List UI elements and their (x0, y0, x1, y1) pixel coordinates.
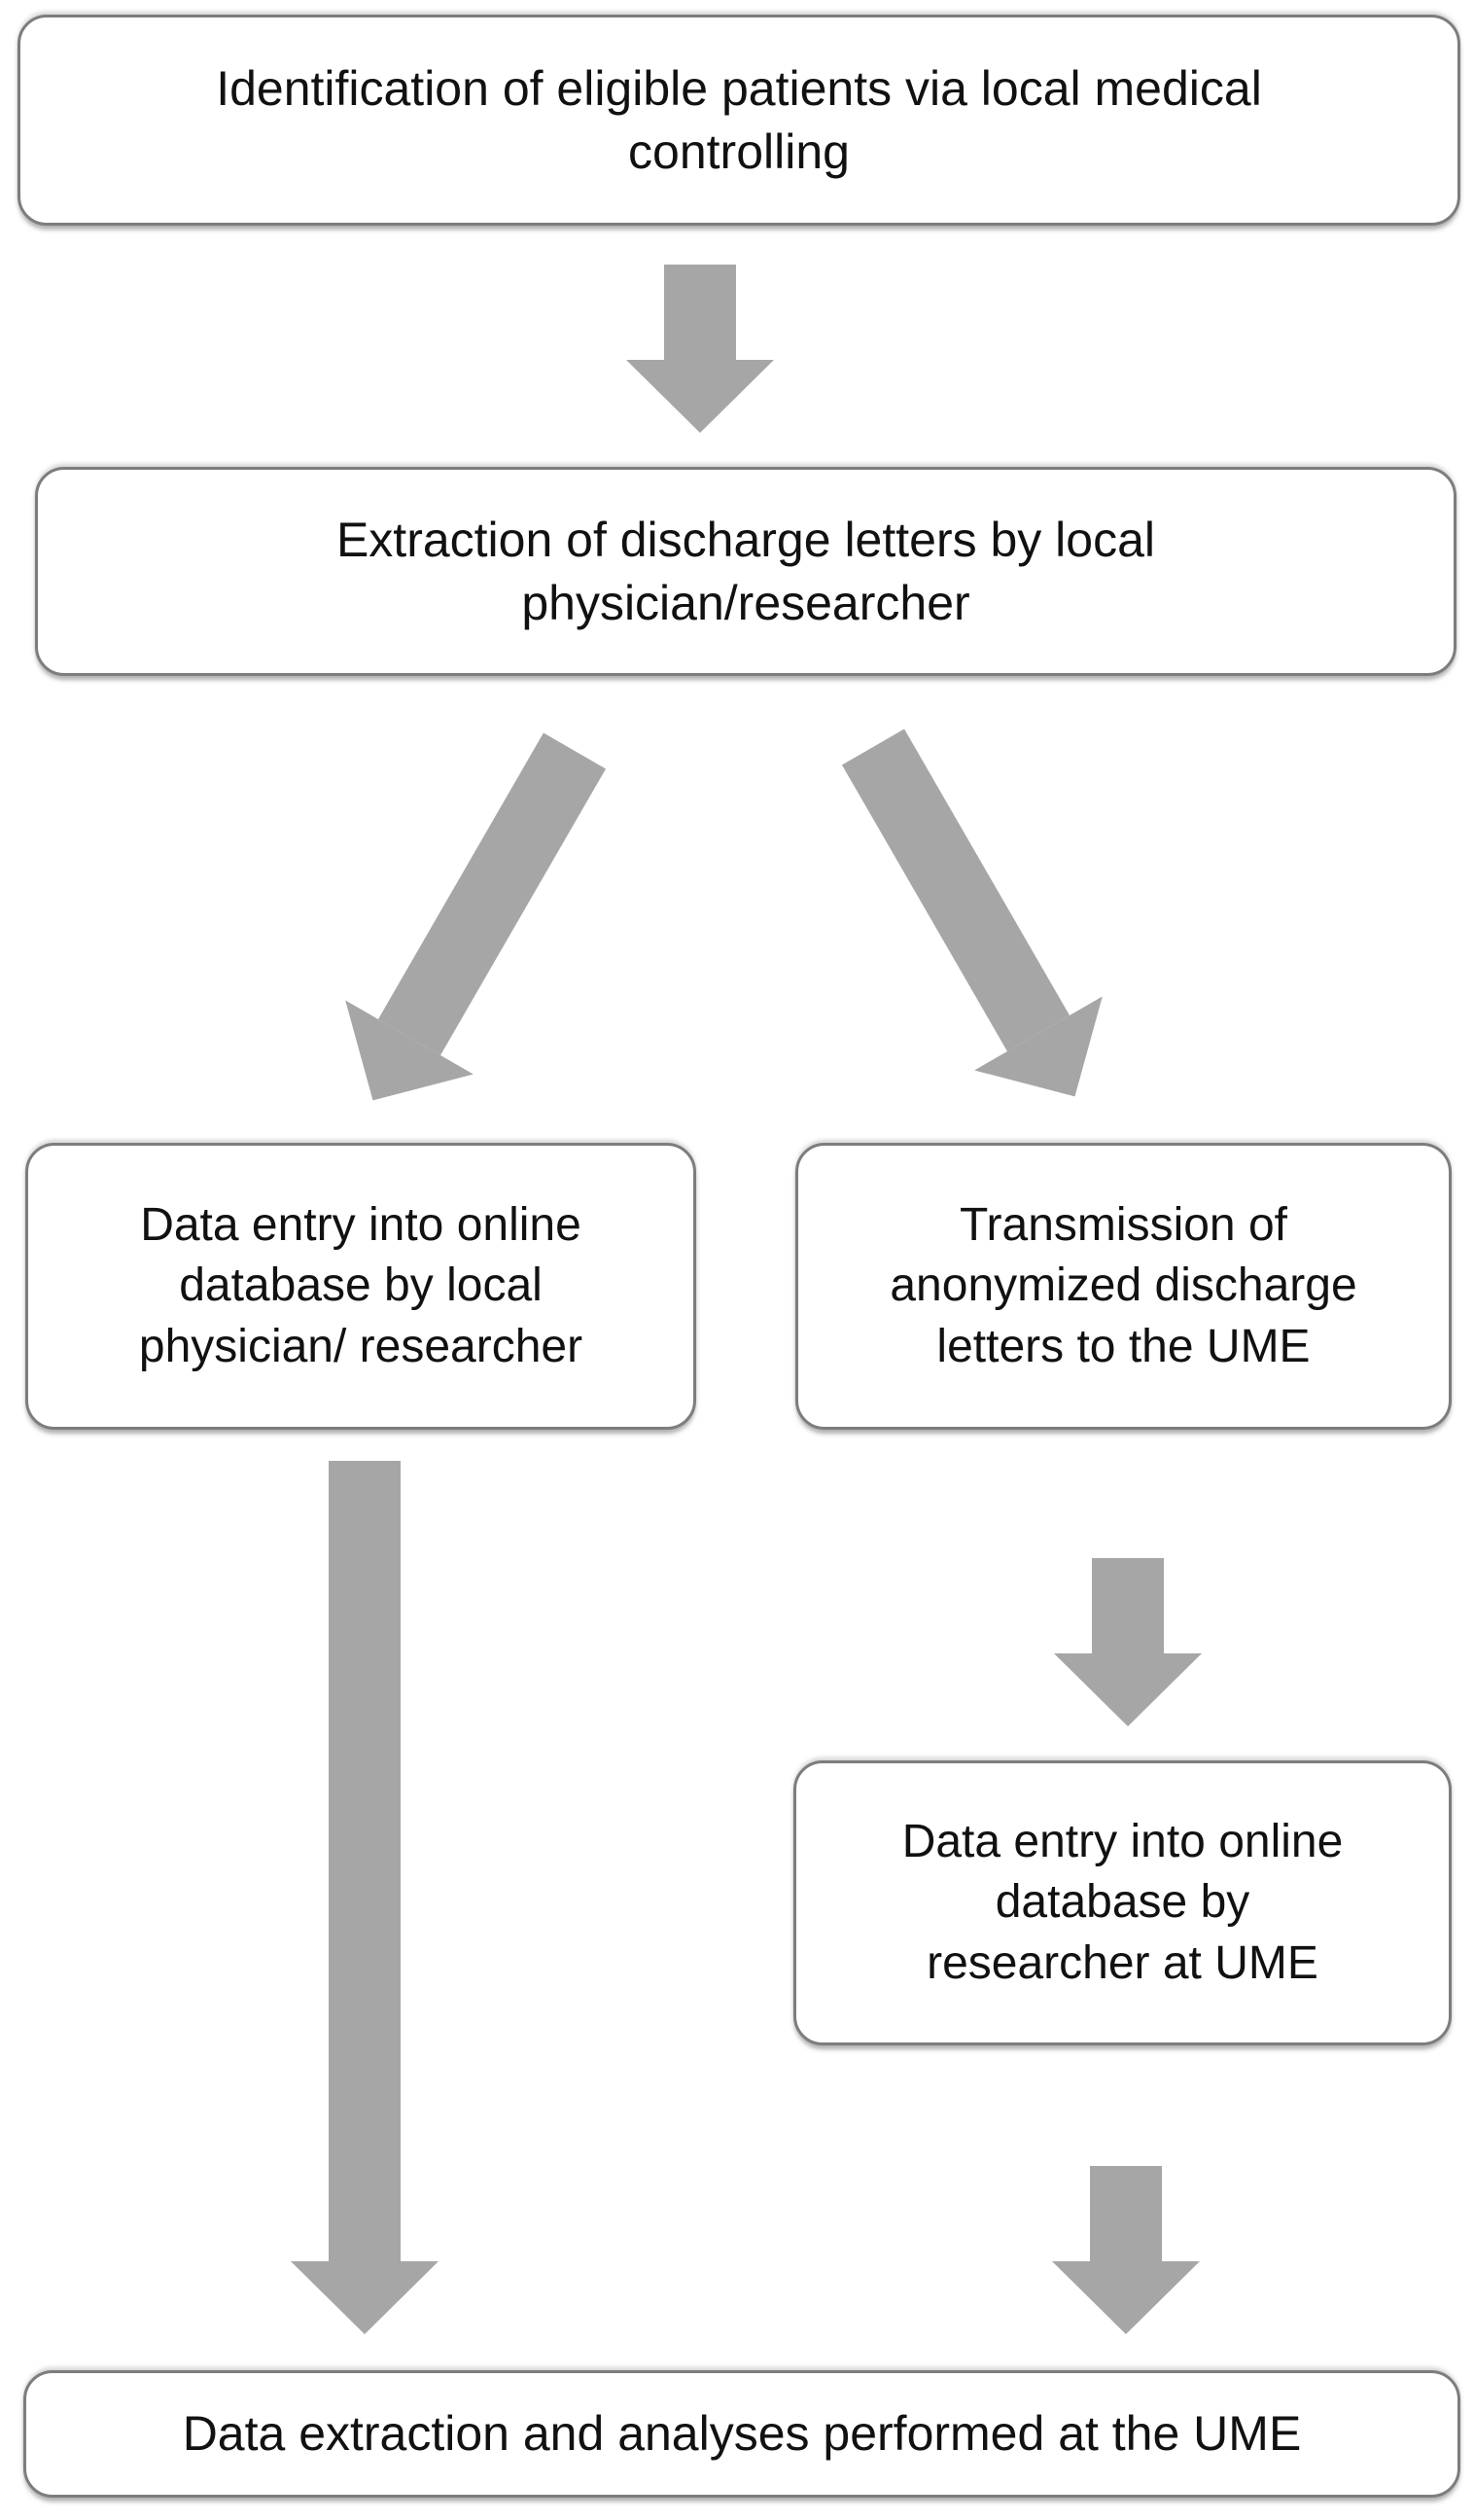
arrow-head (1054, 1653, 1202, 1726)
arrow-shaft (841, 728, 1070, 1051)
arrow-head (1052, 2261, 1200, 2334)
flow-node-transmission: Transmission of anonymized discharge let… (795, 1143, 1452, 1430)
arrow-identification-to-extraction (626, 265, 774, 433)
flow-node-data-entry-ume: Data entry into online database by resea… (793, 1760, 1452, 2045)
flow-node-analyses: Data extraction and analyses performed a… (23, 2370, 1460, 2498)
flow-node-extraction: Extraction of discharge letters by local… (35, 467, 1456, 676)
arrow-data-entry-local-to-analyses (291, 1461, 439, 2334)
flow-node-data-entry-local: Data entry into online database by local… (25, 1143, 696, 1430)
arrow-shaft (377, 732, 607, 1055)
arrow-shaft (664, 265, 736, 360)
arrow-shaft (1092, 1558, 1164, 1653)
arrow-shaft (329, 1461, 401, 2261)
arrow-extraction-to-data-entry-local (308, 714, 639, 1138)
arrow-shaft (1090, 2166, 1162, 2261)
arrow-transmission-to-data-entry-ume (1054, 1558, 1202, 1726)
arrow-extraction-to-transmission (809, 710, 1140, 1134)
arrow-head (626, 360, 774, 433)
arrow-head (291, 2261, 439, 2334)
flow-node-identification: Identification of eligible patients via … (18, 15, 1460, 226)
arrow-data-entry-ume-to-analyses (1052, 2166, 1200, 2334)
